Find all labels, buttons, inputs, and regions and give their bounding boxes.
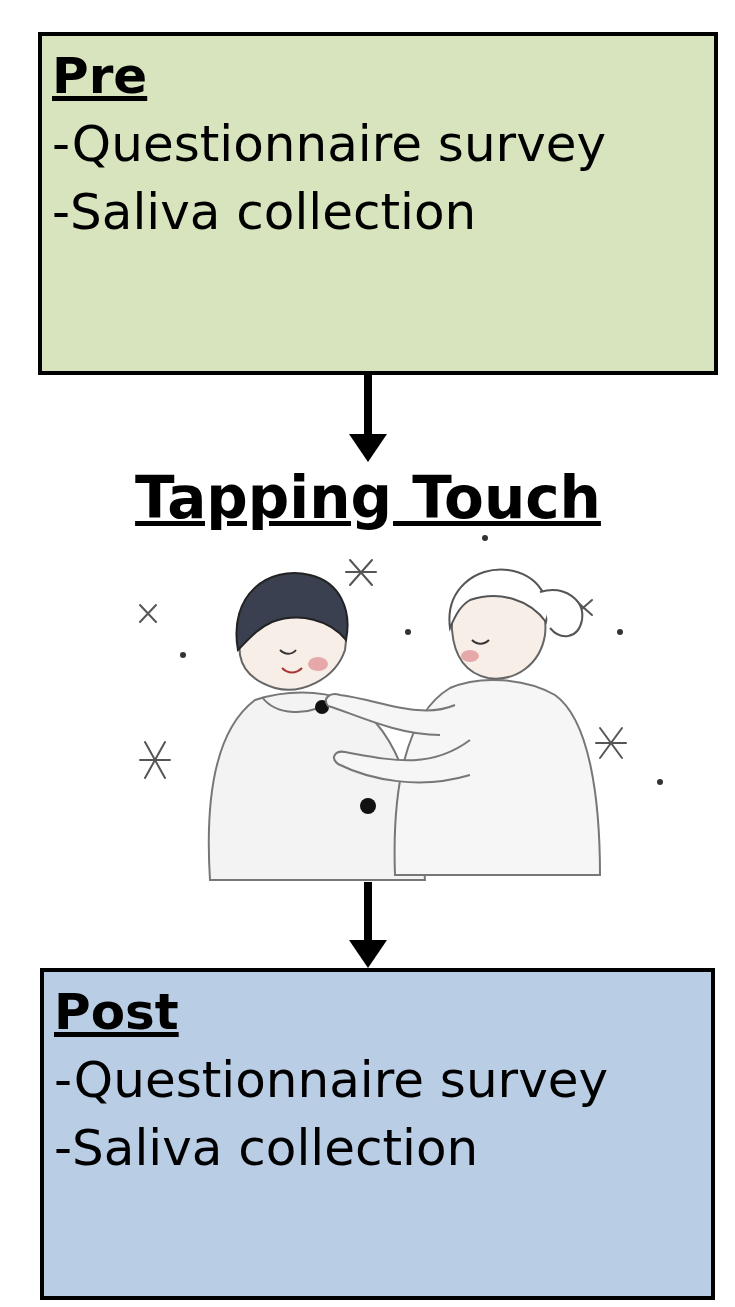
arrow-head: [349, 434, 387, 462]
process-box: Post-Questionnaire survey-Saliva collect…: [40, 968, 715, 1300]
flow-arrow: [349, 882, 387, 968]
process-box: Pre-Questionnaire survey-Saliva collecti…: [38, 32, 718, 375]
step-item: -Questionnaire survey: [54, 1046, 701, 1114]
step-item: -Saliva collection: [52, 178, 704, 246]
illustrated-step: Tapping Touch: [48, 462, 688, 882]
arrow-shaft: [364, 375, 372, 438]
step-heading: Post: [54, 978, 701, 1046]
arrow-head: [349, 940, 387, 968]
arrow-shaft: [364, 882, 372, 944]
flow-arrow: [349, 375, 387, 462]
step-item: -Questionnaire survey: [52, 110, 704, 178]
step-heading: Pre: [52, 42, 704, 110]
step-item: -Saliva collection: [54, 1114, 701, 1182]
step-heading: Tapping Touch: [48, 462, 688, 534]
tapping-person: [326, 570, 600, 875]
